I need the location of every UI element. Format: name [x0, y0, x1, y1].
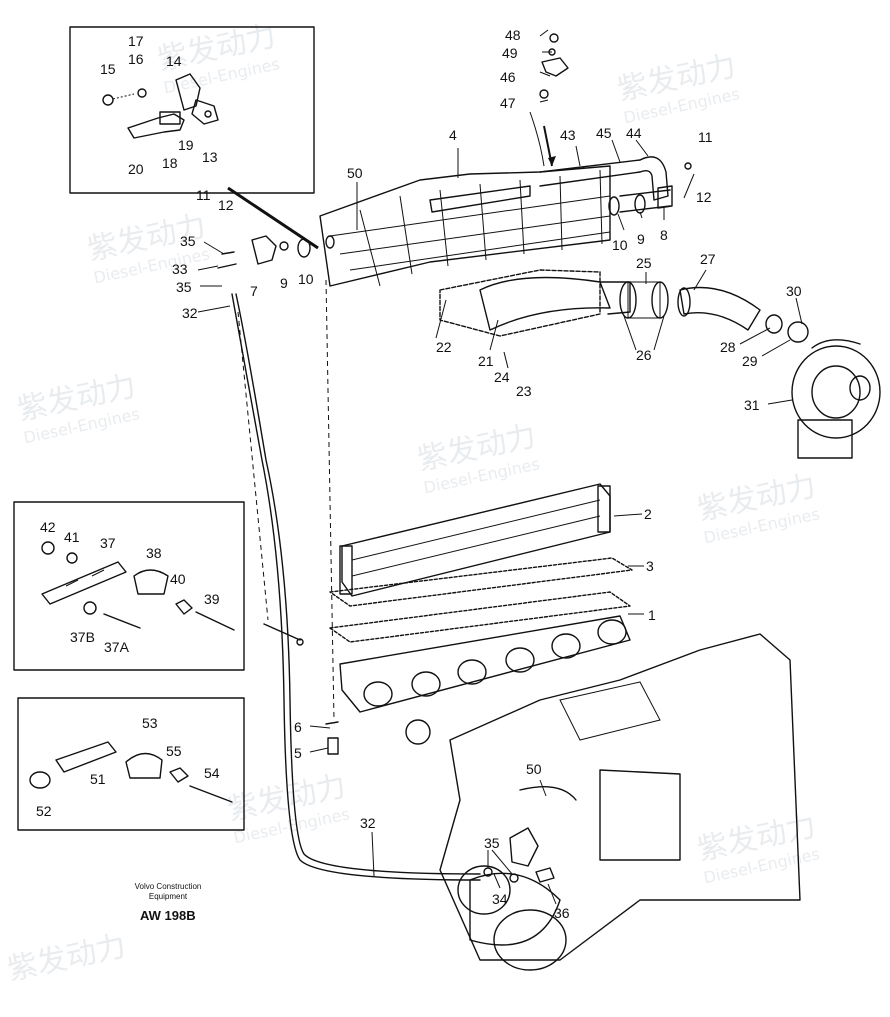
callout-9: 9: [280, 275, 288, 291]
bolts-5-6: [263, 623, 339, 755]
inset-clamp-parts: [29, 741, 233, 803]
callout-52: 52: [36, 803, 52, 819]
callout-32: 32: [360, 815, 376, 831]
caption-line-1: Volvo Construction: [134, 882, 202, 891]
callout-30: 30: [786, 283, 802, 299]
callout-7: 7: [250, 283, 258, 299]
callout-43: 43: [560, 127, 576, 143]
callout-15: 15: [100, 61, 116, 77]
bellows-pipe-27: [677, 286, 809, 343]
callout-6: 6: [294, 719, 302, 735]
callout-25: 25: [636, 255, 652, 271]
callout-22: 22: [436, 339, 452, 355]
callout-29: 29: [742, 353, 758, 369]
callout-42: 42: [40, 519, 56, 535]
inset-pointer-line: [227, 186, 319, 250]
callout-33: 33: [172, 261, 188, 277]
callout-11: 11: [698, 129, 713, 145]
callout-11: 11: [196, 187, 211, 203]
callout-37a: 37A: [104, 639, 130, 655]
inset-bracket-parts: [41, 541, 235, 631]
callout-18: 18: [162, 155, 178, 171]
leader-lines: [197, 29, 803, 905]
turbocharger-31: [791, 339, 881, 459]
charge-air-cooler-housing: [319, 165, 611, 287]
callout-35: 35: [180, 233, 196, 249]
callout-14: 14: [166, 53, 182, 69]
callout-41: 41: [64, 529, 80, 545]
callout-36: 36: [554, 905, 570, 921]
inset-box-top: [69, 26, 315, 194]
callout-53: 53: [142, 715, 158, 731]
callout-50: 50: [526, 761, 542, 777]
callout-55: 55: [166, 743, 182, 759]
hose-clamps-25-26: [619, 281, 669, 319]
callout-13: 13: [202, 149, 218, 165]
callout-50: 50: [347, 165, 363, 181]
inset-box-bracket: [13, 501, 245, 671]
callout-12: 12: [696, 189, 712, 205]
callout-35: 35: [484, 835, 500, 851]
drawing-id: AW 198B: [140, 908, 196, 923]
callout-17: 17: [128, 33, 144, 49]
callout-51: 51: [90, 771, 106, 787]
guide-line: [325, 279, 335, 721]
vent-hose-32: [231, 293, 481, 881]
callout-10: 10: [612, 237, 628, 253]
callout-12: 12: [218, 197, 234, 213]
callout-44: 44: [626, 125, 642, 141]
callout-23: 23: [516, 383, 532, 399]
callout-9: 9: [637, 231, 645, 247]
sensor-parts-46-49: [529, 33, 569, 167]
callout-37: 37: [100, 535, 116, 551]
callout-3: 3: [646, 558, 654, 574]
callout-35: 35: [176, 279, 192, 295]
callout-20: 20: [128, 161, 144, 177]
callout-24: 24: [494, 369, 510, 385]
air-pipe-43: [539, 156, 671, 213]
guide-line: [237, 311, 269, 621]
callout-1: 1: [648, 607, 656, 623]
callout-54: 54: [204, 765, 220, 781]
callout-45: 45: [596, 125, 612, 141]
caption-line-2: Equipment: [148, 892, 188, 901]
callout-27: 27: [700, 251, 716, 267]
gasket-22-duct-21: [439, 269, 631, 337]
fittings-7-10: [217, 162, 692, 269]
callout-19: 19: [178, 137, 194, 153]
callout-16: 16: [128, 51, 144, 67]
cooler-core-2: [339, 483, 611, 597]
callout-49: 49: [502, 45, 518, 61]
callout-37b: 37B: [70, 629, 95, 645]
callout-39: 39: [204, 591, 220, 607]
callout-labels: 4 50 43 45 44 11 12 48 49 46 47 10 9 8 2…: [36, 27, 802, 921]
callout-10: 10: [298, 271, 314, 287]
callout-38: 38: [146, 545, 162, 561]
callout-26: 26: [636, 347, 652, 363]
callout-2: 2: [644, 506, 652, 522]
callout-28: 28: [720, 339, 736, 355]
callout-34: 34: [492, 891, 508, 907]
engine-block: [439, 633, 801, 971]
callout-48: 48: [505, 27, 521, 43]
watermark-text: 紫发动力: [4, 929, 129, 988]
caption: Volvo Construction Equipment: [100, 882, 236, 902]
callout-21: 21: [478, 353, 494, 369]
callout-5: 5: [294, 745, 302, 761]
intake-manifold-1: [329, 591, 631, 745]
inset-top-parts: [102, 73, 219, 139]
callout-46: 46: [500, 69, 516, 85]
callout-31: 31: [744, 397, 760, 413]
callout-47: 47: [500, 95, 516, 111]
callout-40: 40: [170, 571, 186, 587]
inset-box-clamp: [17, 697, 245, 831]
callout-4: 4: [449, 127, 457, 143]
gasket-3: [329, 557, 633, 607]
callout-32: 32: [182, 305, 198, 321]
callout-8: 8: [660, 227, 668, 243]
